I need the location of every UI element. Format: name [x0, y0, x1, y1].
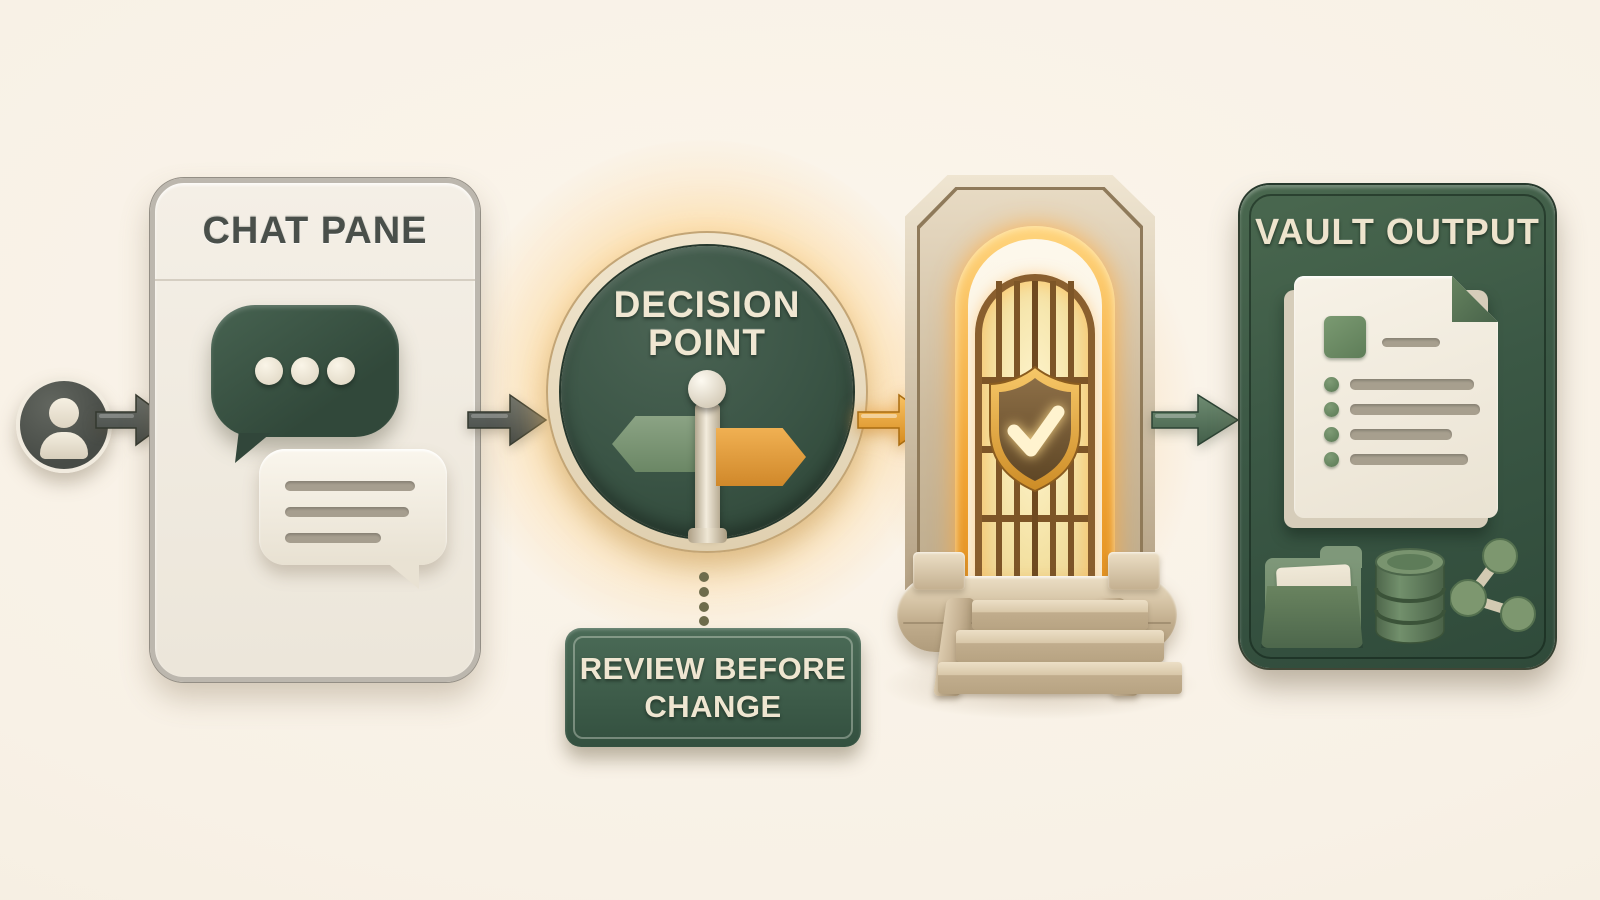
arrow-gate-to-vault [1151, 393, 1240, 447]
share-icon [1450, 538, 1536, 632]
text-line [285, 481, 415, 491]
document-line [1350, 379, 1474, 390]
badge-line-1: REVIEW BEFORE [579, 650, 847, 686]
document-line [1350, 454, 1468, 465]
text-line [285, 533, 381, 543]
signpost-pole [695, 404, 720, 534]
chat-pane-card: CHAT PANE [150, 178, 480, 682]
typing-dot [255, 357, 283, 385]
chat-pane-header: CHAT PANE [155, 183, 475, 281]
folder-front [1261, 586, 1363, 648]
document-bullet [1324, 377, 1339, 392]
database-icon [1374, 548, 1446, 644]
chat-pane-title: CHAT PANE [202, 209, 428, 252]
gate-pillar-base [1108, 552, 1160, 590]
typing-dot [291, 357, 319, 385]
chat-bubble-typing-icon [211, 305, 399, 437]
gate-pillar-base [913, 552, 965, 590]
chat-bubble-text-icon [259, 449, 447, 565]
gate-step [956, 630, 1164, 662]
shield-check-icon [989, 365, 1081, 493]
dotted-connector-dot [699, 616, 709, 626]
signpost-ball [688, 370, 726, 408]
document-line [1350, 404, 1480, 415]
gate-step [972, 600, 1148, 630]
document-line [1350, 429, 1452, 440]
vault-output-title: VAULT OUTPUT [1255, 211, 1540, 252]
dotted-connector-dot [699, 572, 709, 582]
user-head [49, 398, 79, 428]
signpost-base [688, 528, 727, 543]
arrow-chat-to-decision [467, 393, 548, 447]
gate-step [938, 662, 1182, 694]
document-bullet [1324, 452, 1339, 467]
user-body [40, 432, 88, 459]
dotted-connector-dot [699, 602, 709, 612]
document-bullet [1324, 427, 1339, 442]
dotted-connector-dot [699, 587, 709, 597]
document-header-line [1382, 338, 1440, 347]
text-line [285, 507, 409, 517]
decision-point-title: DECISION POINT [613, 284, 801, 363]
badge-line-2: CHANGE [644, 688, 782, 724]
review-before-change-badge: REVIEW BEFORE CHANGE [565, 628, 861, 747]
document-bullet [1324, 402, 1339, 417]
typing-dot [327, 357, 355, 385]
document-thumbnail-square [1324, 316, 1366, 358]
